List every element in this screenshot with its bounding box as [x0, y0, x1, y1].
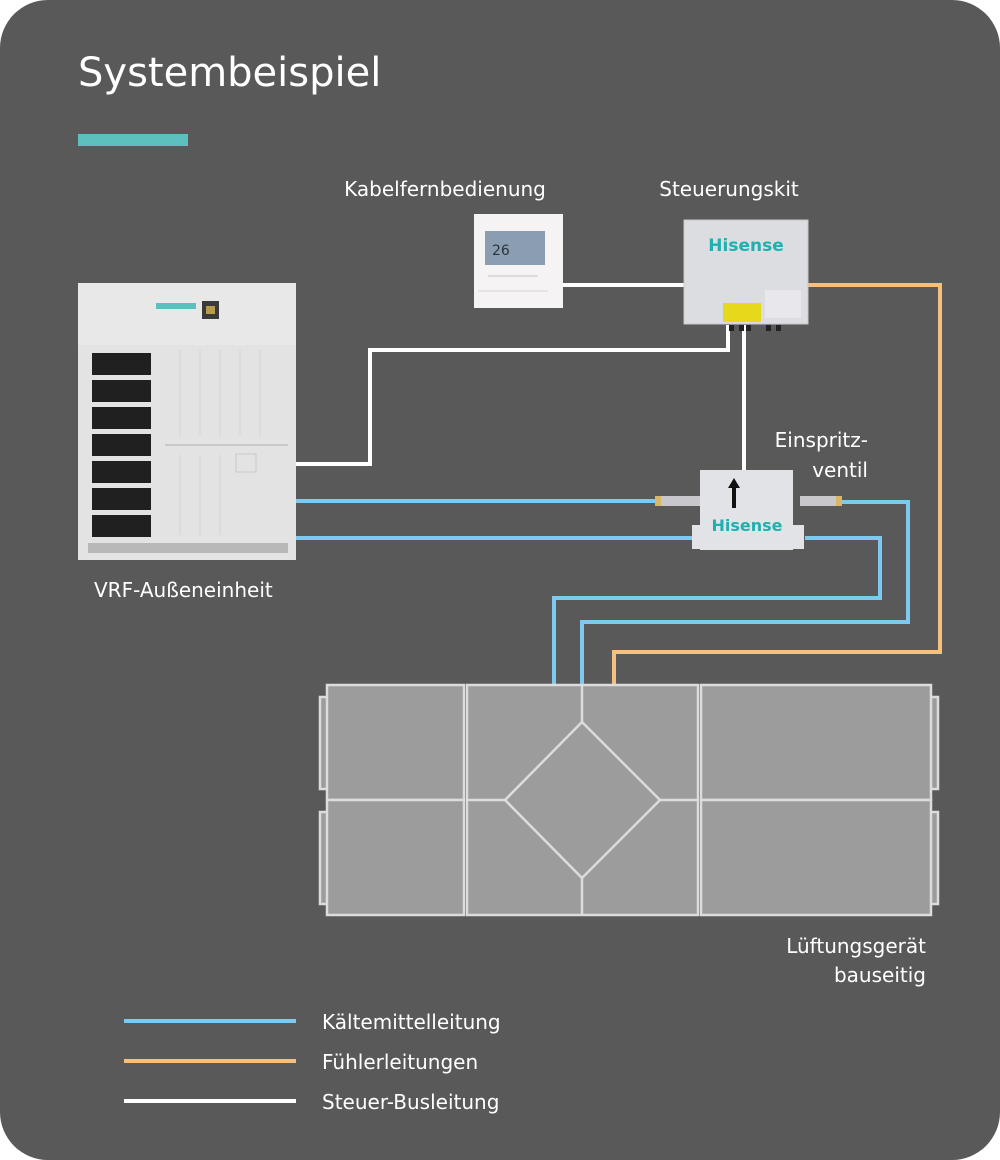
refrigerant-line-lower-out	[552, 536, 882, 686]
valve-brand: Hisense	[711, 516, 782, 535]
sensor-line	[612, 283, 942, 686]
control-kit-brand: Hisense	[708, 236, 783, 256]
vrf-outdoor-unit	[78, 283, 296, 560]
remote-label: Kabelfernbedienung	[344, 177, 546, 201]
bus-line-outdoor-kit	[296, 325, 730, 466]
control-kit: Hisense	[683, 219, 809, 331]
outdoor-unit-label: VRF-Außeneinheit	[94, 578, 273, 602]
ventilation-unit-label-line1: Lüftungsgerät	[786, 934, 926, 958]
refrigerant-line-upper-out	[580, 500, 910, 686]
page-title: Systembeispiel	[78, 50, 381, 96]
injection-valve: Hisense	[655, 470, 842, 550]
valve-label-line2: ventil	[812, 458, 868, 482]
ventilation-unit-label-line2: bauseitig	[834, 963, 926, 987]
legend-label-bus: Steuer-Busleitung	[322, 1090, 499, 1114]
legend: Kältemittelleitung Fühlerleitungen Steue…	[124, 1010, 501, 1114]
legend-label-refrigerant: Kältemittelleitung	[322, 1010, 501, 1034]
legend-label-sensor: Fühlerleitungen	[322, 1050, 478, 1074]
control-kit-label: Steuerungskit	[659, 177, 799, 201]
accent-bar	[78, 134, 188, 146]
wired-remote-control: 26	[474, 214, 563, 308]
ventilation-unit	[318, 683, 940, 917]
valve-label-line1: Einspritz-	[775, 428, 868, 452]
remote-display: 26	[492, 243, 510, 259]
